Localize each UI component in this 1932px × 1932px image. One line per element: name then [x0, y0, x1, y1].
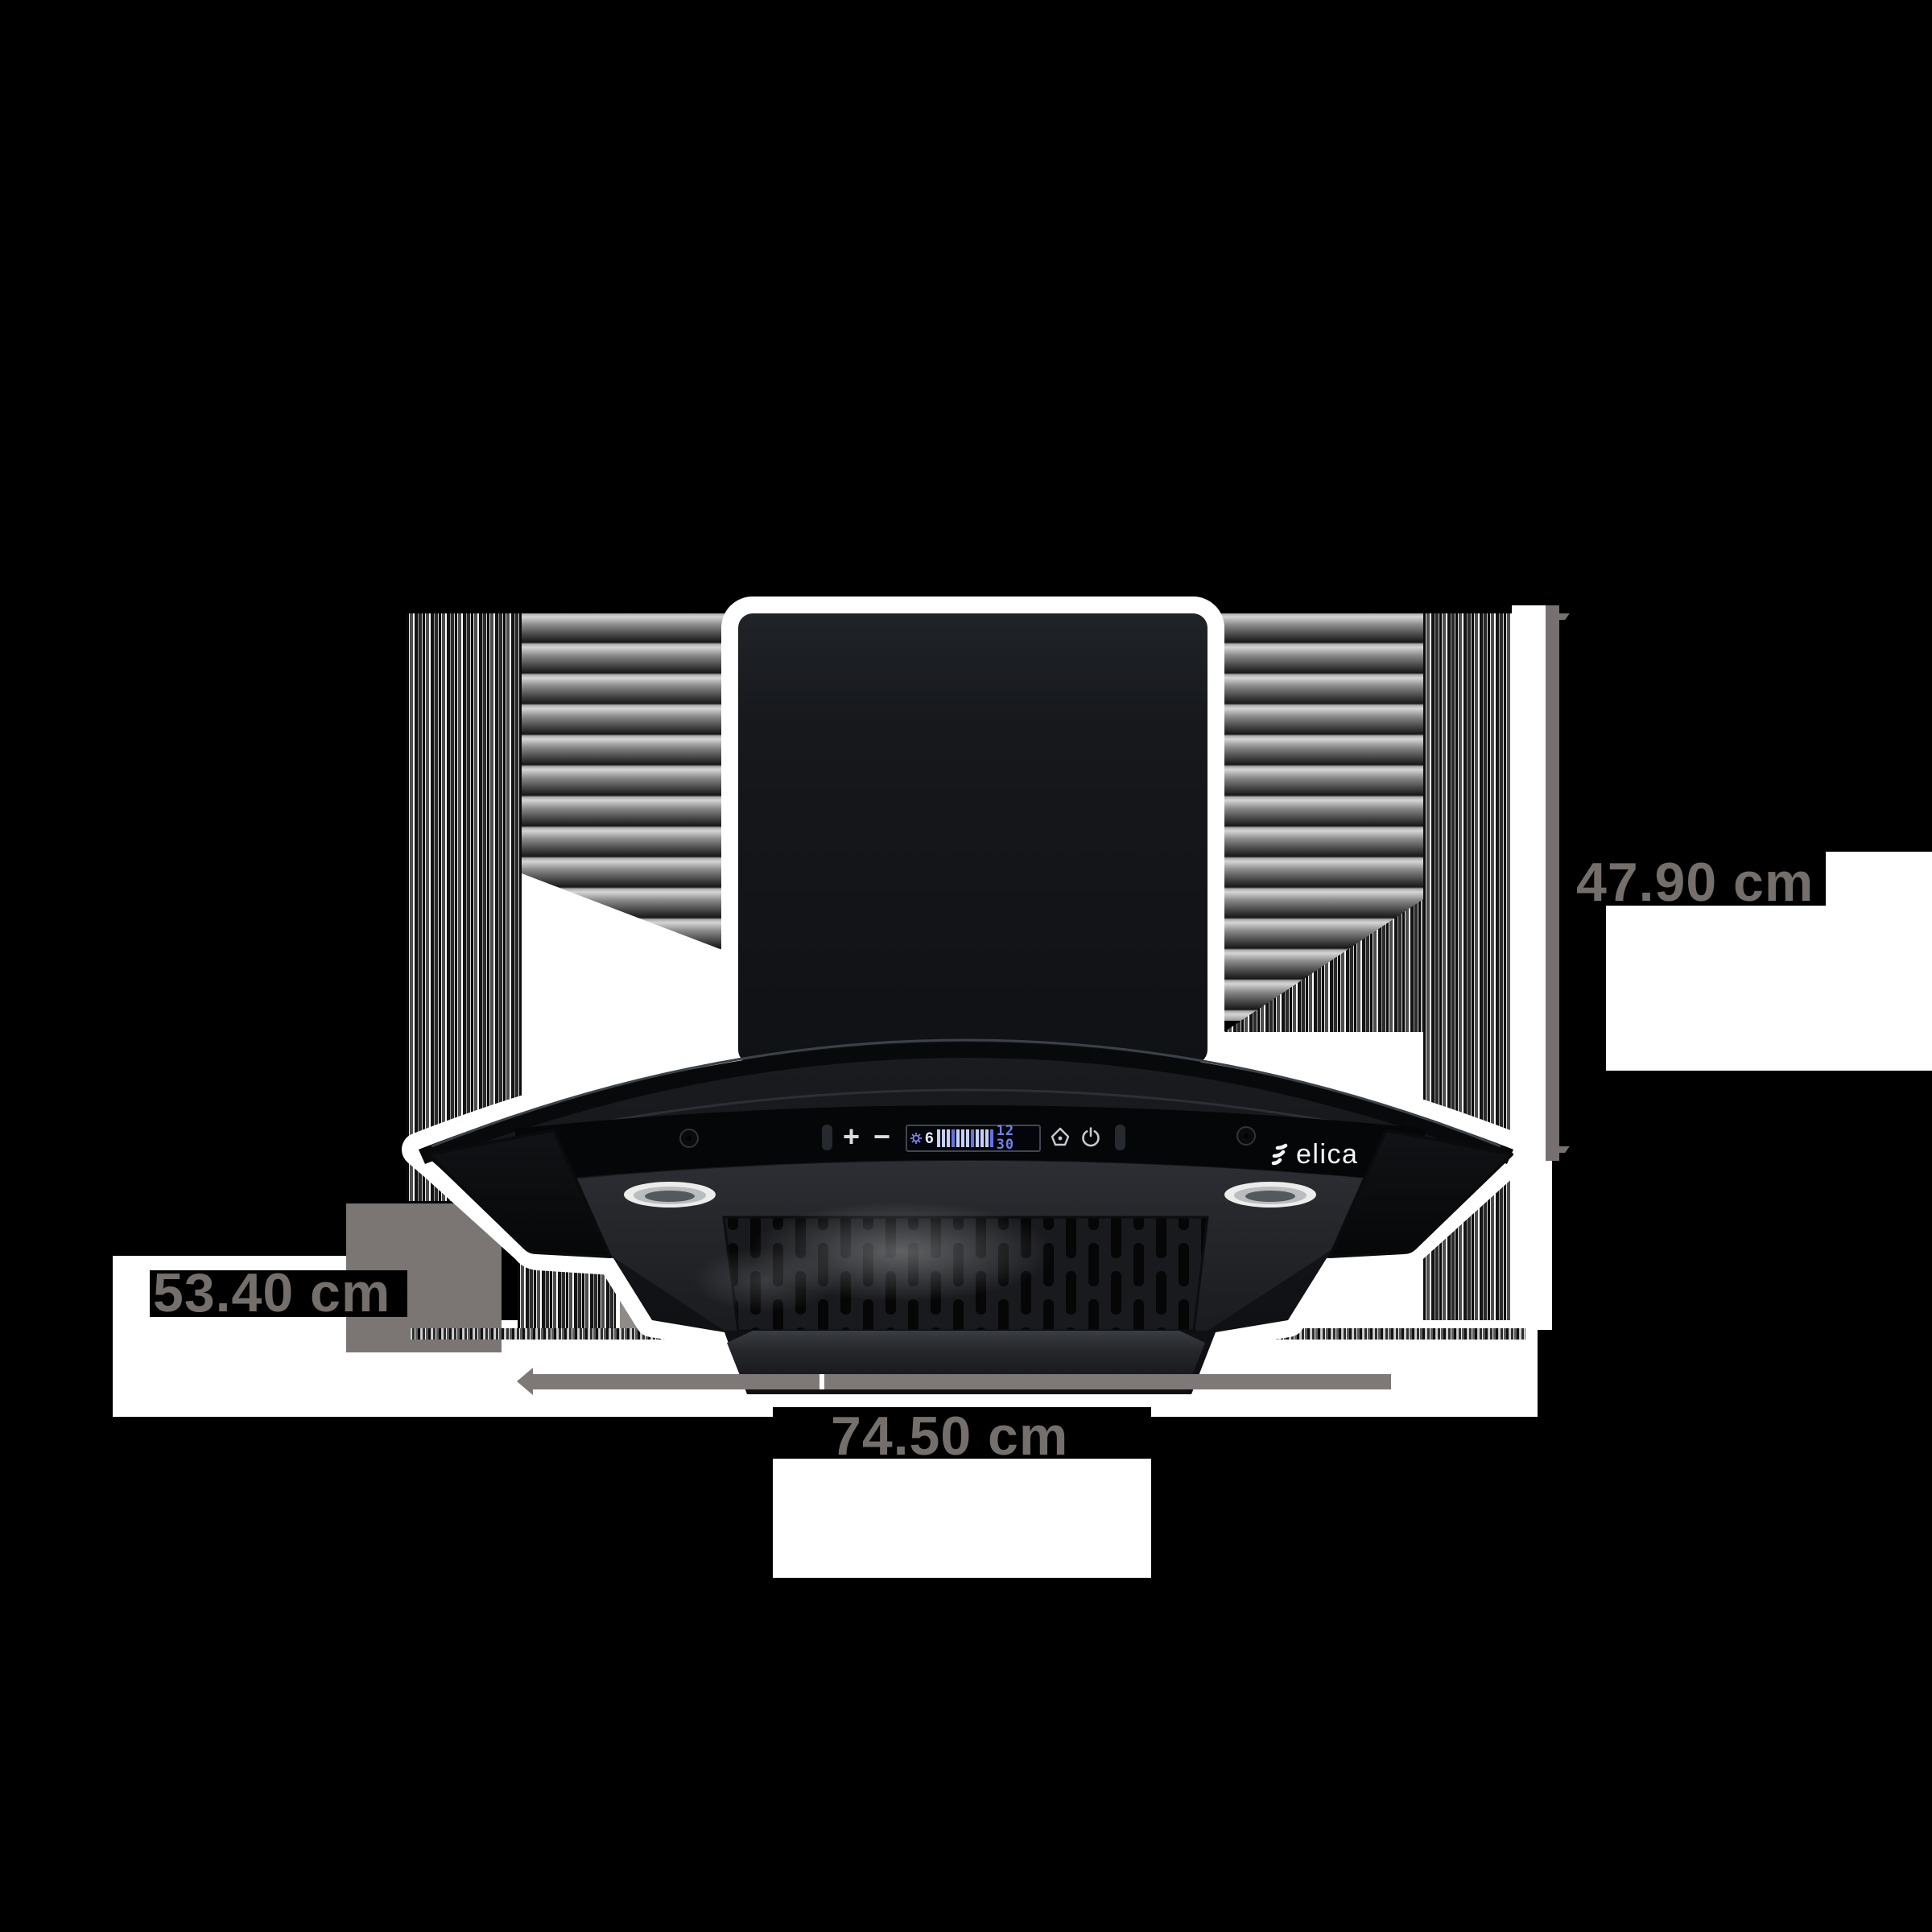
display-bars [936, 1129, 993, 1148]
touch-slot-right [1115, 1125, 1125, 1150]
clock-value: 12 30 [996, 1123, 1015, 1153]
touch-slot-left [822, 1125, 832, 1150]
glass-highlight [431, 1038, 1501, 1148]
brand-logo-text: elica [1296, 1139, 1359, 1170]
fan-plus-button: + [843, 1120, 861, 1153]
side-wing-right [1328, 1129, 1513, 1258]
elica-logo-icon [1271, 1143, 1288, 1166]
height-dimension-label: 47.90 cm [1576, 852, 1814, 913]
screw-right [1236, 1126, 1256, 1146]
brand-logo: elica [1270, 1141, 1358, 1168]
width-line-left-arrowhead [517, 1368, 533, 1395]
glitch-white-under-width-label [773, 1459, 1151, 1578]
glitch-white-sliver-right [1826, 852, 1932, 908]
glass-canopy-edge [419, 1042, 1513, 1164]
height-dimension-line [1546, 605, 1559, 1161]
width-dimension-label: 74.50 cm [831, 1406, 1069, 1467]
glitch-white-patch-right [1606, 906, 1932, 1071]
depth-dimension-label: 53.40 cm [153, 1262, 391, 1323]
fan-speed-value: 6 [925, 1129, 934, 1147]
chimney-duct [738, 613, 1208, 1064]
width-line-glitch-notch [819, 1374, 824, 1389]
lcd-display: 6 12 30 [906, 1125, 1041, 1152]
screw-left [679, 1129, 699, 1148]
width-dimension-line [531, 1374, 1391, 1389]
side-wing-left [427, 1129, 612, 1258]
width-label-band [773, 1407, 1151, 1459]
lamp-left [624, 1182, 716, 1208]
depth-label-band [150, 1270, 407, 1317]
power-icon [1082, 1127, 1100, 1147]
face-reflection-arc [498, 1088, 1442, 1145]
fan-minus-button: − [873, 1120, 891, 1153]
hood-icon [1051, 1127, 1070, 1146]
baffle-filter [692, 1202, 1209, 1332]
gear-icon [910, 1132, 923, 1145]
lamp-right [1224, 1182, 1316, 1208]
glitch-white-column-right [1512, 605, 1552, 1330]
